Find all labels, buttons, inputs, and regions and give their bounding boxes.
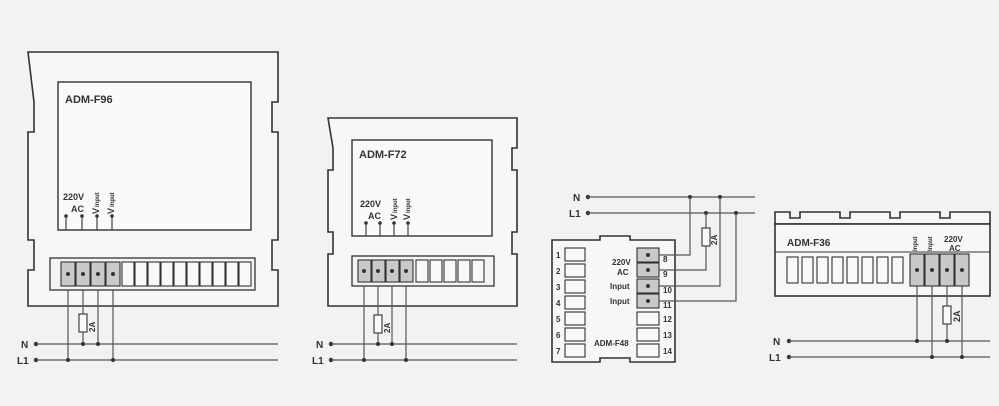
svg-text:input: input [95,192,101,207]
f48-left-pin-numbers: 1 2 3 4 5 6 7 [556,251,561,356]
svg-text:V: V [106,208,116,214]
f96-line-n-label: N [21,340,28,351]
f48-supply-voltage: 220V [612,258,631,267]
f36-terminals [786,253,970,287]
svg-text:1: 1 [556,251,561,260]
f96-fuse [78,313,88,333]
f36-supply-ac: AC [949,244,961,253]
f72-supply-voltage: 220V [360,199,381,209]
f72-vinput-1: V input [389,198,399,220]
f96-terminals [60,261,252,287]
f36-fuse [942,305,952,325]
f36-line-n-label: N [773,337,780,348]
svg-text:V: V [389,214,399,220]
f48-line-n-label: N [573,193,580,204]
svg-text:10: 10 [663,286,672,295]
svg-text:3: 3 [556,283,561,292]
f72-line-l1-label: L1 [312,356,324,367]
f48-input-2: Input [610,297,630,306]
f72-supply-ac: AC [368,211,381,221]
f48-fuse-label: 2A [710,235,719,245]
f72-front-panel [351,139,493,237]
f36-input-2: Input [928,236,934,251]
svg-text:5: 5 [556,315,561,324]
adm-f36-diagram: ADM-F36 Input Input 220V AC 2A N L1 [769,211,991,364]
svg-text:V: V [91,208,101,214]
f48-left-terminals [564,247,586,358]
adm-f48-diagram: N L1 2A 1 2 3 4 5 6 [551,193,755,363]
svg-text:7: 7 [556,347,561,356]
f72-model-label: ADM-F72 [359,149,407,161]
f96-fuse-label: 2A [88,322,97,332]
svg-text:input: input [406,198,412,213]
svg-text:2: 2 [556,267,561,276]
f48-fuse [701,227,711,247]
f36-model-label: ADM-F36 [787,238,831,249]
f96-supply-voltage: 220V [63,192,84,202]
svg-text:input: input [393,198,399,213]
f36-input-1: Input [913,236,919,251]
f48-right-terminals [636,247,660,358]
svg-text:4: 4 [556,299,561,308]
f72-fuse-label: 2A [383,323,392,333]
f48-supply-ac: AC [617,268,629,277]
svg-text:9: 9 [663,270,668,279]
adm-f72-diagram: ADM-F72 220V AC V input V input [312,117,518,367]
svg-text:V: V [402,214,412,220]
adm-f96-diagram: ADM-F96 220V AC V input V input [17,51,279,367]
f36-fuse-label: 2A [952,310,962,322]
f96-model-label: ADM-F96 [65,94,113,106]
f96-front-panel [57,81,252,231]
svg-text:6: 6 [556,331,561,340]
f72-line-n-label: N [316,340,323,351]
svg-text:input: input [110,192,116,207]
f96-vinput-1: V input [91,192,101,214]
f96-line-l1-label: L1 [17,356,29,367]
f48-right-pin-numbers: 8 9 10 11 12 13 14 [663,255,672,356]
svg-text:12: 12 [663,315,672,324]
svg-text:14: 14 [663,347,672,356]
f72-fuse [373,314,383,334]
svg-text:13: 13 [663,331,672,340]
f72-terminals [357,259,485,283]
svg-text:8: 8 [663,255,668,264]
f96-supply-ac: AC [71,204,84,214]
f36-line-l1-label: L1 [769,353,781,364]
f36-top-rail [774,211,991,225]
f48-input-1: Input [610,282,630,291]
f36-supply-voltage: 220V [944,235,963,244]
svg-text:11: 11 [663,301,672,310]
f48-model-label: ADM-F48 [594,339,629,348]
f96-vinput-2: V input [106,192,116,214]
f48-line-l1-label: L1 [569,209,581,220]
f72-vinput-2: V input [402,198,412,220]
